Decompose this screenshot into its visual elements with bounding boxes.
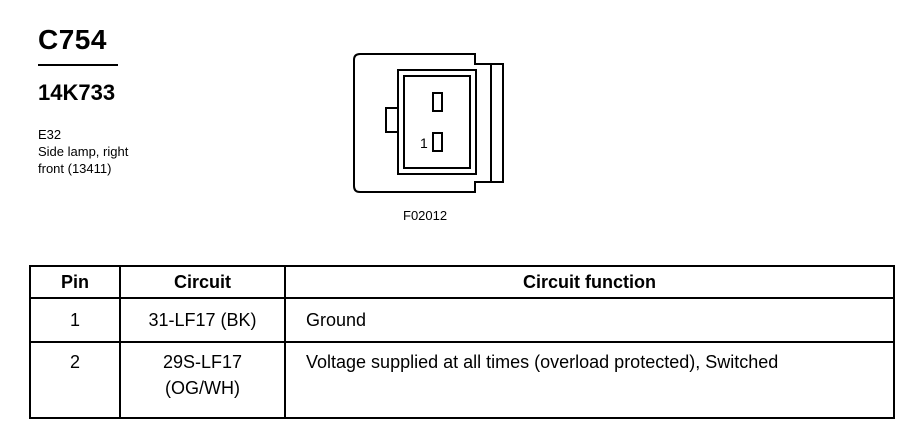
table-row: 2 29S-LF17 (OG/WH) Voltage supplied at a… — [29, 341, 895, 419]
connector-description: E32 Side lamp, right front (13411) — [38, 126, 128, 177]
connector-cavity — [397, 69, 477, 175]
pinout-table: Pin Circuit Circuit function 1 31-LF17 (… — [29, 265, 895, 419]
pin-cell: 2 — [29, 341, 121, 419]
connector-id-underline — [38, 64, 118, 66]
connector-key-notch — [385, 107, 398, 133]
description-line: Side lamp, right — [38, 144, 129, 159]
header-circuit: Circuit — [119, 265, 286, 299]
circuit-cell: 29S-LF17 (OG/WH) — [119, 341, 286, 419]
function-value: Voltage supplied at all times (overload … — [306, 352, 779, 372]
header-pin: Pin — [29, 265, 121, 299]
circuit-cell: 31-LF17 (BK) — [119, 297, 286, 343]
circuit-value: 29S-LF17 — [162, 352, 243, 372]
terminal-2 — [432, 92, 443, 112]
function-cell: Ground — [284, 297, 895, 343]
connector-face-diagram: 1 — [353, 53, 504, 193]
terminal-1 — [432, 132, 443, 152]
header-circuit-function: Circuit function — [284, 265, 895, 299]
description-line: front (13411) — [38, 161, 112, 176]
table-row: 1 31-LF17 (BK) Ground — [29, 297, 895, 343]
description-line: E32 — [38, 127, 62, 142]
connector-cavity-inner — [403, 75, 471, 169]
pin-value: 1 — [69, 310, 80, 330]
connector-housing-outline — [353, 53, 504, 193]
function-cell: Voltage supplied at all times (overload … — [284, 341, 895, 419]
circuit-value: 31-LF17 (BK) — [148, 310, 257, 330]
table-header-row: Pin Circuit Circuit function — [29, 265, 895, 299]
terminal-1-label: 1 — [420, 135, 428, 151]
pin-cell: 1 — [29, 297, 121, 343]
circuit-color-value: (OG/WH) — [165, 378, 240, 398]
figure-code: F02012 — [403, 208, 448, 223]
part-number: 14K733 — [38, 80, 116, 105]
pin-value: 2 — [69, 352, 80, 372]
function-value: Ground — [306, 310, 367, 330]
connector-id: C754 — [38, 24, 107, 55]
